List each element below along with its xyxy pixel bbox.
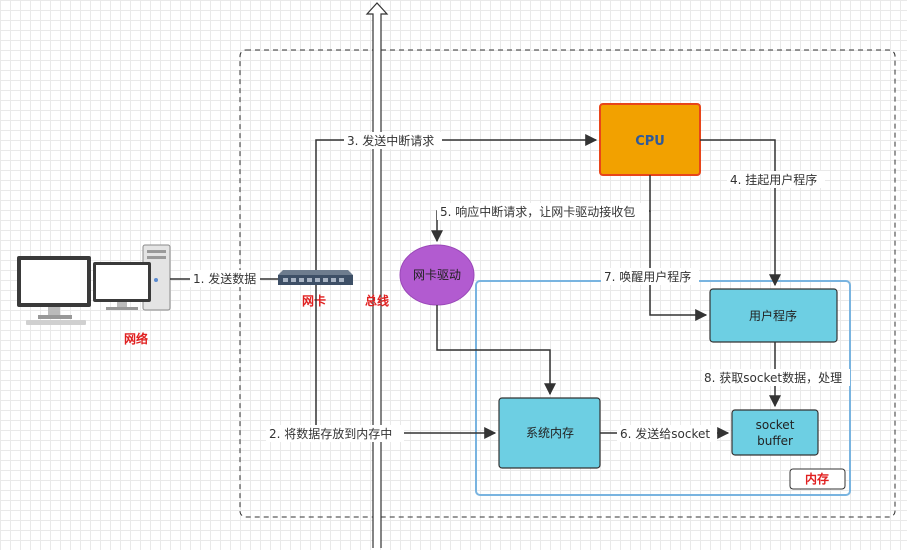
socket-buffer-node: [731, 409, 819, 456]
bus-arrow: [365, 2, 389, 548]
network-switch-icon: [278, 270, 353, 285]
edge-respond-interrupt-label-bg: [437, 203, 649, 220]
user-program-label: 用户程序: [749, 308, 797, 323]
edge-send-socket-label: 6. 发送给socket: [620, 426, 710, 441]
edge-suspend-program-label: 4. 挂起用户程序: [730, 172, 817, 187]
edge-interrupt-request-label: 3. 发送中断请求: [347, 133, 434, 148]
cpu-node-label: CPU: [635, 134, 665, 149]
edge-send-socket-label-bg: [617, 425, 717, 442]
edge-send-data-label: 1. 发送数据: [193, 271, 256, 286]
edge-respond-interrupt-label: 5. 响应中断请求，让网卡驱动接收包: [440, 204, 635, 219]
edge-driver-to-memory: [436, 305, 556, 396]
edge-interrupt-request: [315, 134, 598, 270]
edge-store-memory-label: 2. 将数据存放到内存中: [269, 426, 392, 441]
bus-label: 总线: [365, 293, 389, 308]
edge-interrupt-request-label-bg: [344, 132, 442, 149]
memory-region-label-box: [789, 468, 846, 490]
edge-wake-program-label: 7. 唤醒用户程序: [604, 269, 691, 284]
memory-region-label: 内存: [805, 471, 829, 486]
edge-fetch-socket-data-label-bg: [702, 369, 850, 386]
nic-label: 网卡: [302, 293, 326, 308]
edge-store-memory: [315, 285, 497, 439]
user-program-node: [709, 288, 838, 343]
edge-wake-program: [649, 211, 708, 321]
system-memory-label: 系统内存: [526, 426, 574, 440]
socket-buffer-label-line2: buffer: [757, 434, 793, 448]
computer-icon: [17, 244, 171, 325]
socket-buffer-label-line1: socket: [756, 418, 795, 432]
edge-send-data-label-bg: [190, 270, 260, 287]
edge-suspend-program: [700, 139, 781, 287]
edge-fetch-socket-data-label: 8. 获取socket数据，处理: [704, 370, 842, 385]
edge-suspend-program-label-bg: [727, 171, 825, 188]
nic-driver-label: 网卡驱动: [413, 268, 461, 282]
edge-wake-program-label-bg: [601, 268, 699, 285]
network-label: 网络: [124, 331, 148, 346]
edge-store-memory-label-bg: [266, 425, 404, 442]
